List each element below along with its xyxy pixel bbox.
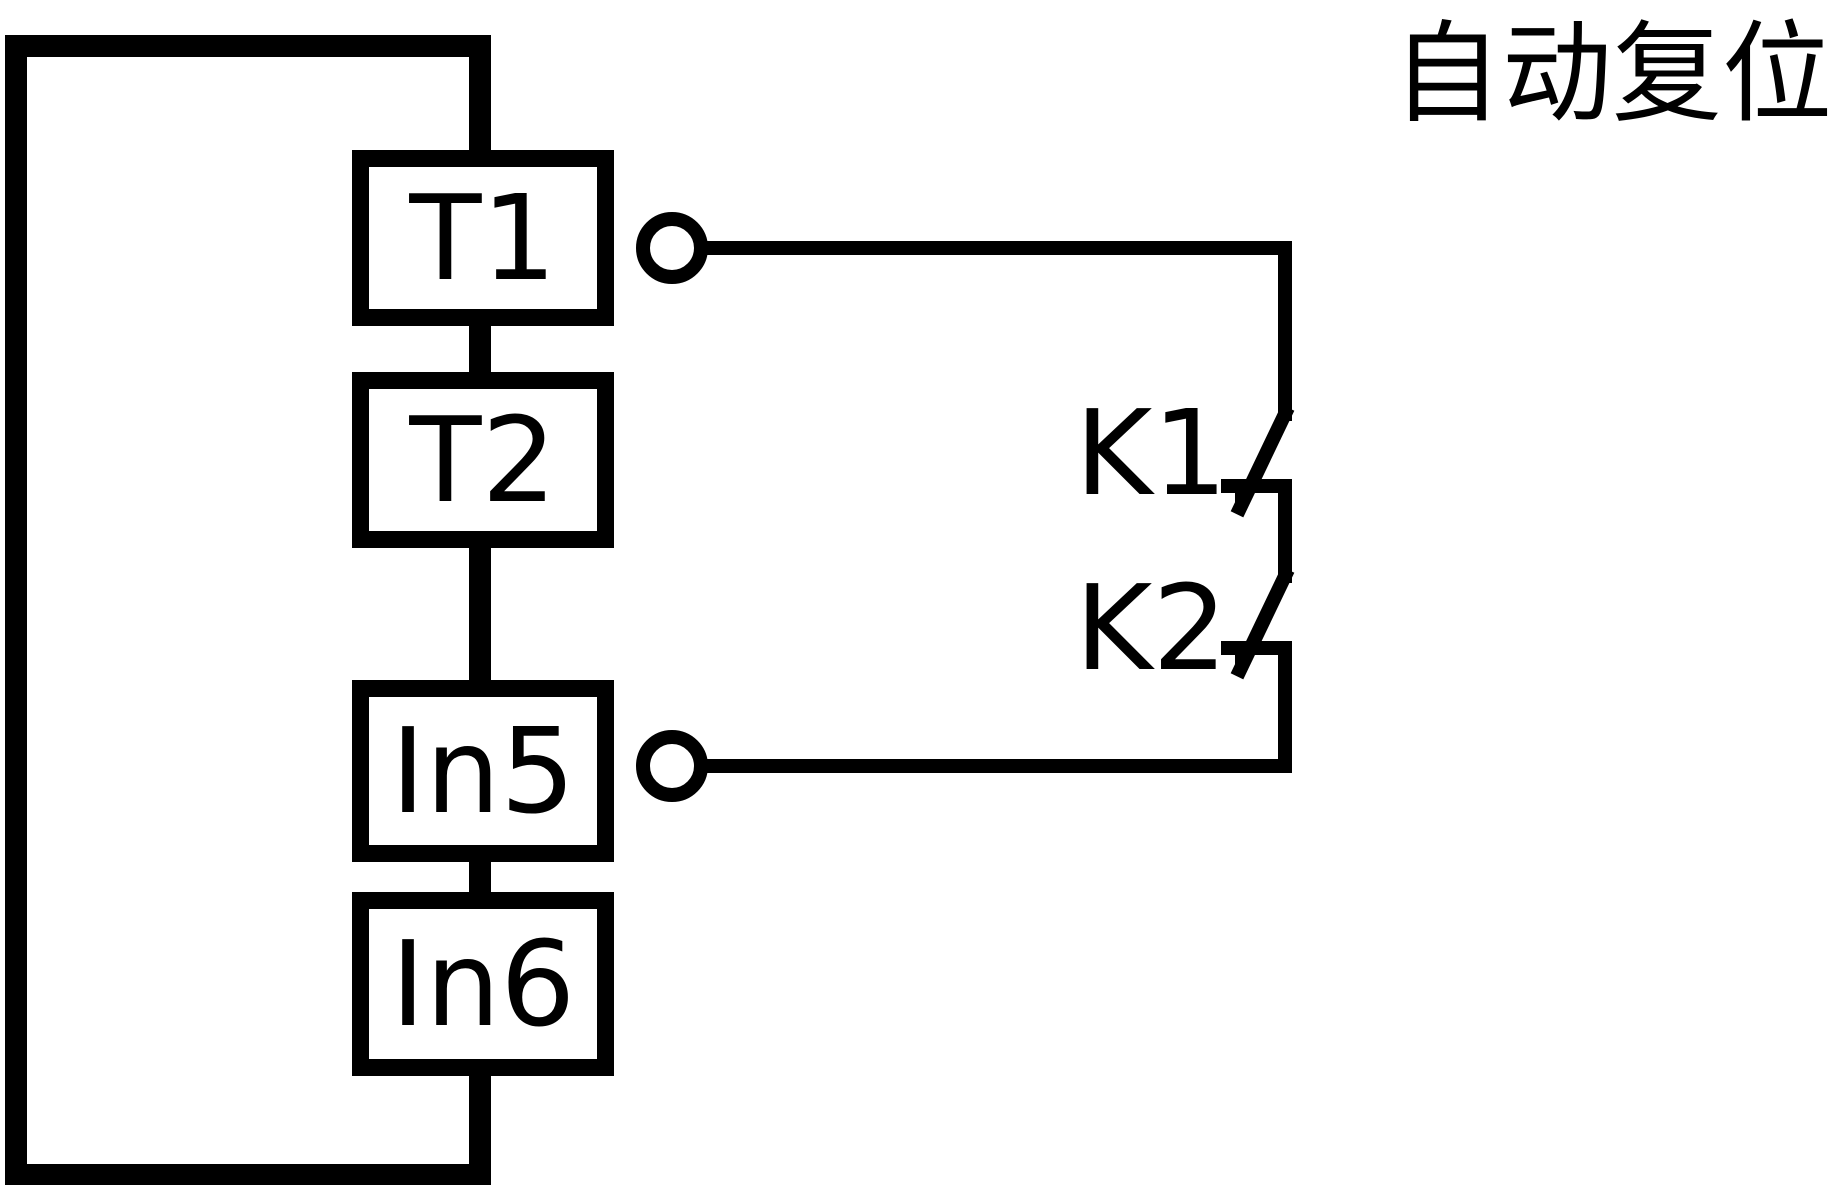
switch-k2: K2 — [1075, 559, 1295, 773]
terminal-label-t1: T1 — [408, 169, 556, 307]
terminal-connector-t1 — [636, 212, 708, 284]
terminal-block-in6: In6 — [352, 892, 614, 1076]
terminal-block-t2: T2 — [352, 372, 614, 548]
terminal-label-in5: In5 — [391, 702, 576, 840]
switch-label-k2: K2 — [1075, 559, 1227, 697]
t1-to-k1-wire — [694, 241, 1292, 421]
return-loop-wire — [5, 35, 491, 1185]
terminal-block-in5: In5 — [352, 680, 614, 862]
terminal-connector-in5 — [636, 730, 708, 802]
terminal-label-in6: In6 — [391, 915, 576, 1053]
terminal-label-t2: T2 — [408, 391, 556, 529]
diagram-title: 自动复位 — [1392, 10, 1832, 138]
terminal-block-t1: T1 — [352, 150, 614, 326]
switch-k1: K1 — [1075, 384, 1295, 583]
switch-label-k1: K1 — [1075, 384, 1227, 522]
